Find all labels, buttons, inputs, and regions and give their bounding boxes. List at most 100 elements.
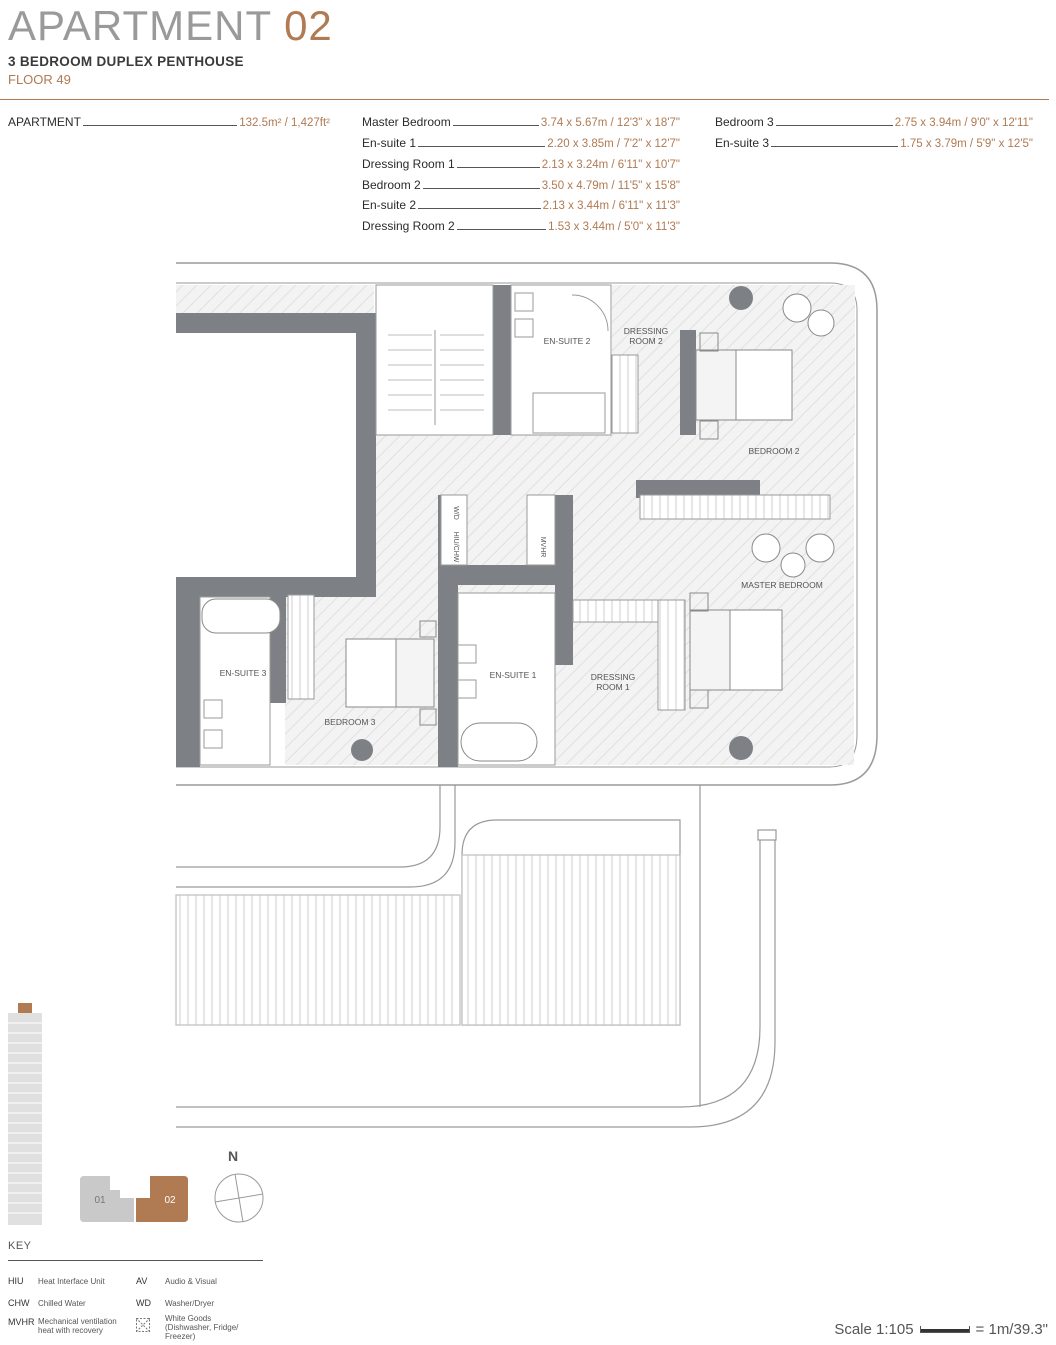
dimension-row: Dressing Room 1 2.13 x 3.24m / 6'11" x 1…: [362, 155, 680, 171]
key-abbr: AV: [136, 1276, 148, 1286]
column: [729, 736, 753, 760]
dimension-row: En-suite 2 2.13 x 3.44m / 6'11" x 11'3": [362, 196, 680, 212]
key-desc: Audio & Visual: [165, 1277, 217, 1286]
terrace-lower-level: [175, 785, 777, 1128]
balcony-floor: [176, 285, 374, 315]
key-title: KEY: [8, 1240, 32, 1252]
area-value: 132.5m² / 1,427ft²: [239, 117, 330, 129]
utility-cupboards: [440, 494, 556, 566]
leader-line: [82, 125, 238, 126]
room-label: DRESSING: [624, 326, 668, 336]
room-name: Bedroom 3: [715, 115, 774, 129]
leader-line: [456, 229, 547, 230]
floor-plan: EN-SUITE 2 DRESSING ROOM 2 BEDROOM 2 MAS…: [175, 262, 878, 1128]
white-goods-icon: [136, 1318, 150, 1332]
room-name: Dressing Room 2: [362, 219, 455, 233]
title-number: 02: [284, 2, 333, 49]
column: [729, 286, 753, 310]
key-abbr: MVHR: [8, 1317, 35, 1327]
room-size: 1.53 x 3.44m / 5'0" x 11'3": [548, 221, 680, 233]
room-size: 3.74 x 5.67m / 12'3" x 18'7": [540, 117, 680, 129]
north-compass-icon: [214, 1173, 264, 1223]
floor-label: FLOOR 49: [8, 72, 71, 87]
unit-01-label: 01: [94, 1195, 106, 1206]
apartment-area-row: APARTMENT 132.5m² / 1,427ft²: [8, 113, 330, 129]
room-label: ROOM 2: [629, 336, 663, 346]
room-size: 2.13 x 3.44m / 6'11" x 11'3": [542, 200, 680, 212]
scale-label: Scale 1:105: [834, 1321, 914, 1338]
key-desc: White Goods (Dishwasher, Fridge/ Freezer…: [165, 1314, 239, 1342]
bed-bedroom-3: [345, 620, 437, 726]
ensuite-1-fixtures: [457, 592, 556, 766]
title-word: APARTMENT: [8, 2, 272, 49]
wardrobe: [287, 594, 315, 700]
key-desc: Chilled Water: [38, 1299, 86, 1308]
page-title: APARTMENT 02: [8, 2, 333, 50]
room-name: En-suite 2: [362, 198, 417, 212]
dimension-row: Master Bedroom 3.74 x 5.67m / 12'3" x 18…: [362, 113, 680, 129]
room-label: BEDROOM 2: [748, 446, 799, 456]
staircase: [375, 284, 494, 436]
apartment-outline: [176, 262, 878, 786]
room-label: EN-SUITE 1: [490, 670, 537, 680]
bed-bedroom-2: [695, 332, 793, 440]
dimension-row: En-suite 1 2.20 x 3.85m / 7'2" x 12'7": [362, 134, 680, 150]
north-label: N: [228, 1148, 239, 1164]
side-table: [780, 552, 806, 578]
wardrobe: [611, 354, 639, 434]
room-name: Master Bedroom: [362, 115, 451, 129]
ensuite-2-fixtures: [510, 284, 612, 436]
dimension-row: En-suite 3 1.75 x 3.79m / 5'9" x 12'5": [715, 134, 1033, 150]
dimension-row: Bedroom 3 2.75 x 3.94m / 9'0" x 12'11": [715, 113, 1033, 129]
room-name: Dressing Room 1: [362, 157, 455, 171]
area-label: APARTMENT: [8, 115, 81, 129]
room-name: En-suite 1: [362, 136, 417, 150]
room-label: EN-SUITE 2: [544, 336, 591, 346]
armchair: [805, 533, 835, 563]
room-label: DRESSING: [591, 672, 635, 682]
dimension-row: Dressing Room 2 1.53 x 3.44m / 5'0" x 11…: [362, 217, 680, 233]
scale-indicator: Scale 1:105 = 1m/39.3": [834, 1321, 1048, 1338]
ensuite-3-fixtures: [199, 596, 281, 766]
building-elevation-icon: [8, 1003, 42, 1225]
apartment-subtitle: 3 BEDROOM DUPLEX PENTHOUSE: [8, 54, 244, 69]
leader-line: [418, 208, 541, 209]
room-size: 2.20 x 3.85m / 7'2" x 12'7": [547, 138, 680, 150]
room-label: MASTER BEDROOM: [741, 580, 823, 590]
armchair: [782, 293, 812, 323]
key-desc: Mechanical ventilation heat with recover…: [38, 1317, 117, 1336]
leader-line: [775, 125, 893, 126]
room-label: EN-SUITE 3: [220, 668, 267, 678]
column: [351, 739, 373, 761]
side-table: [807, 309, 835, 337]
cupboard-label: W/D: [452, 506, 459, 520]
unit-02-label: 02: [164, 1195, 176, 1206]
key-desc: Washer/Dryer: [165, 1299, 215, 1308]
cupboard-label: MVHR: [539, 537, 546, 558]
scale-bar: [919, 1326, 970, 1333]
armchair: [751, 533, 781, 563]
room-name: Bedroom 2: [362, 178, 421, 192]
header-divider: [0, 99, 1049, 100]
room-size: 2.75 x 3.94m / 9'0" x 12'11": [894, 117, 1033, 129]
wardrobe: [657, 599, 686, 711]
leader-line: [771, 146, 899, 147]
room-label: ROOM 1: [596, 682, 630, 692]
room-name: En-suite 3: [715, 136, 770, 150]
leader-line: [418, 146, 546, 147]
room-size: 3.50 x 4.79m / 11'5" x 15'8": [541, 180, 680, 192]
unit-01-shape: [80, 1176, 134, 1222]
walls: [176, 285, 760, 767]
cupboard-label: HIU/CHW: [452, 532, 459, 563]
key-plan: 01 02: [80, 1176, 188, 1222]
unit-02-shape: [136, 1176, 188, 1222]
dimension-row: Bedroom 2 3.50 x 4.79m / 11'5" x 15'8": [362, 176, 680, 192]
room-size: 1.75 x 3.79m / 5'9" x 12'5": [900, 138, 1033, 150]
key-divider: [8, 1260, 263, 1261]
master-wardrobe: [639, 494, 831, 520]
leader-line: [452, 125, 539, 126]
leader-line: [456, 167, 540, 168]
key-desc: Heat Interface Unit: [38, 1277, 105, 1286]
bed-master: [689, 592, 783, 709]
key-abbr: CHW: [8, 1298, 30, 1308]
